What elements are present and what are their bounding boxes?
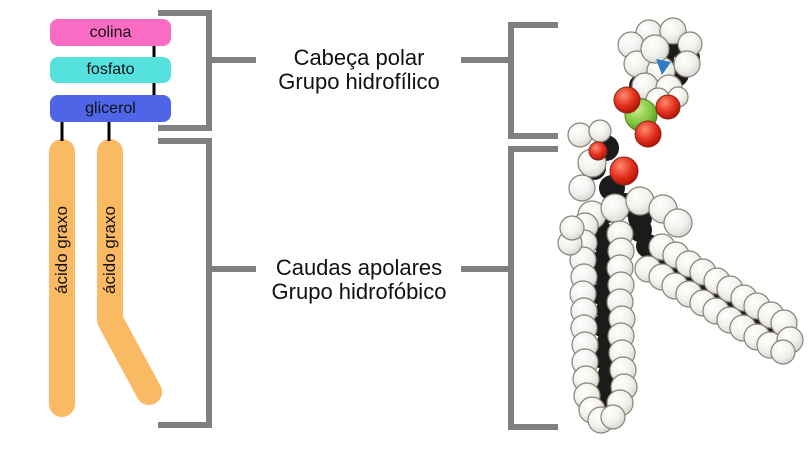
annotation-polar-head: Cabeça polar Grupo hidrofílico [256,46,462,94]
tail-label-left: ácido graxo [52,206,71,294]
annotation-nonpolar-tails: Caudas apolares Grupo hidrofóbico [256,256,462,304]
tail-label-right: ácido graxo [100,206,119,294]
hydrogen-atoms-group [557,17,804,434]
block-fosfato: fosfato [50,57,171,83]
annotation-polar-line2: Grupo hidrofílico [278,69,440,94]
annotation-polar-line1: Cabeça polar [293,45,425,70]
block-colina: colina [50,19,171,46]
bracket-tails-left [158,138,212,428]
bracket-tails-right [508,146,558,430]
bracket-ticks-right [461,57,511,272]
carbon-atoms-group [582,30,788,417]
block-glicerol: glicerol [50,95,171,122]
oxygen-atoms-group [588,86,681,186]
phosphorus-atom-group [624,98,658,132]
nitrogen-atom-group [656,59,671,75]
bracket-head-right [508,22,558,139]
annotation-nonpolar-line2: Grupo hidrofóbico [271,279,447,304]
bracket-ticks-left [209,57,256,272]
annotation-nonpolar-line1: Caudas apolares [275,255,443,280]
